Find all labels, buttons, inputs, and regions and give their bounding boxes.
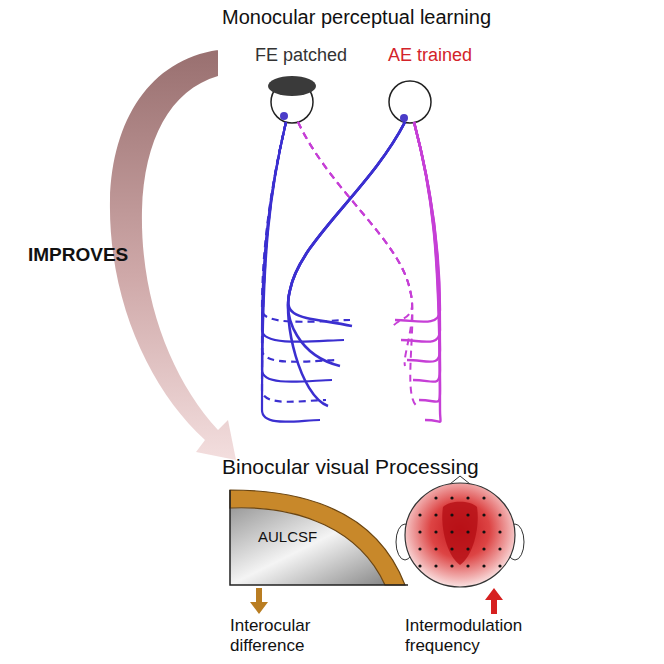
curved-arrow [110,4,236,460]
eye-patch [268,76,316,96]
up-arrow [485,588,503,614]
label: Monocular perceptual learning [222,6,491,29]
head-topography [396,476,524,587]
optic-pathways [262,122,441,422]
label: FE patched [255,45,347,66]
down-arrow [250,588,268,614]
label: IMPROVES [28,244,128,266]
label: Binocular visual Processing [222,455,479,479]
label: AULCSF [258,528,317,545]
csf-band [230,490,405,585]
amblyopic-eye [389,81,431,123]
label: Intermodulation frequency [405,616,535,655]
label: Interocular difference [230,616,380,655]
label: AE trained [388,45,472,66]
